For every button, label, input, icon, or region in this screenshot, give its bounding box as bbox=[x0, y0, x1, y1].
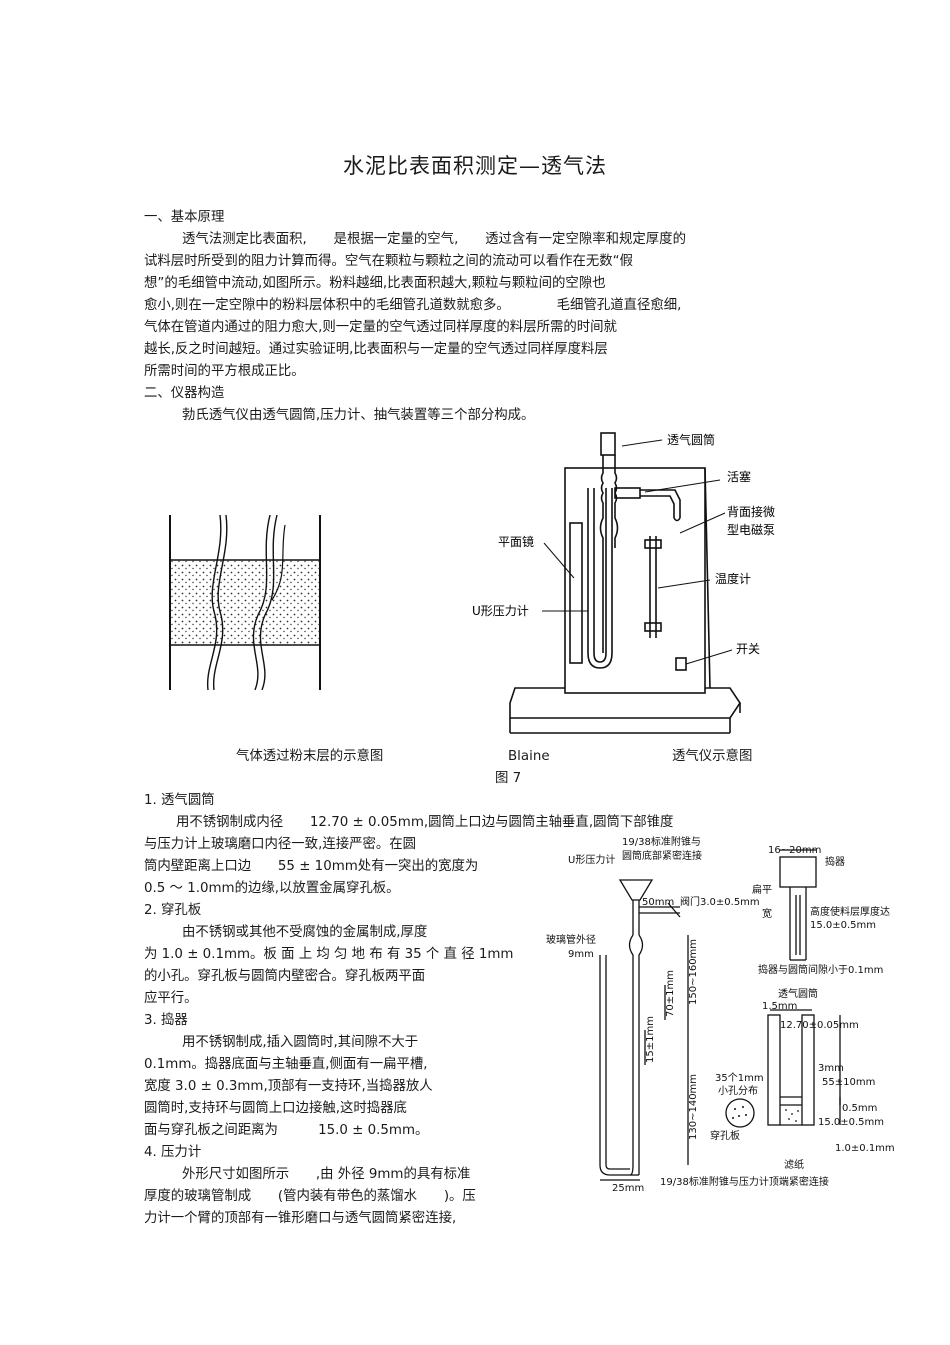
powder-layer-diagram bbox=[169, 515, 321, 690]
item-heading: 4. 压力计 bbox=[144, 1145, 202, 1160]
item-line: 为 1.0 ± 0.1mm。板 面 上 均 匀 地 布 有 35 个 直 径 1… bbox=[144, 947, 514, 962]
dim-gap: 捣器与圆筒间隙小于0.1mm bbox=[758, 963, 883, 976]
dim-9mm: 9mm bbox=[568, 949, 594, 960]
page-title: 水泥比表面积测定—透气法 bbox=[343, 154, 607, 178]
dim-70: 70±1mm bbox=[665, 970, 676, 1017]
item-line: 力计一个臂的顶部有一锥形磨口与透气圆筒紧密连接, bbox=[144, 1211, 457, 1226]
label-cylinder: 透气圆筒 bbox=[667, 432, 715, 447]
paragraph-line: 所需时间的平方根成正比。 bbox=[144, 364, 305, 379]
dim-filter-paper: 滤纸 bbox=[784, 1158, 804, 1171]
dim-1-5mm: 1.5mm bbox=[762, 1001, 797, 1012]
item-line: 应平行。 bbox=[144, 991, 198, 1006]
caption-powder: 气体透过粉末层的示意图 bbox=[236, 749, 384, 764]
dim-130-140: 130~140mm bbox=[688, 1074, 699, 1140]
caption-blaine: Blaine bbox=[508, 749, 550, 764]
dim-ground-joint: 19/38标准附锥与 bbox=[622, 835, 701, 848]
item-line: 厚度的玻璃管制成 (管内装有带色的蒸馏水 )。压 bbox=[144, 1189, 476, 1204]
label-magnet-2: 型电磁泵 bbox=[727, 522, 775, 537]
item-line: 用不锈钢制成内径 12.70 ± 0.05mm,圆筒上口边与圆筒主轴垂直,圆筒下… bbox=[176, 815, 674, 830]
dim-25mm: 25mm bbox=[612, 1183, 644, 1194]
item-line: 外形尺寸如图所示 ,由 外径 9mm的具有标准 bbox=[182, 1167, 471, 1182]
dim-height: 高度使料层厚度达 bbox=[810, 905, 890, 918]
dim-height-2: 15.0±0.5mm bbox=[810, 920, 876, 931]
item-heading: 1. 透气圆筒 bbox=[144, 793, 215, 808]
dim-ground-joint-2: 圆筒底部紧密连接 bbox=[622, 849, 702, 862]
dim-bottom-joint: 19/38标准附锥与压力计顶端紧密连接 bbox=[660, 1175, 829, 1188]
item-line: 与压力计上玻璃磨口内径一致,连接严密。在圆 bbox=[144, 837, 417, 852]
dimension-drawing: 19/38标准附锥与 圆筒底部紧密连接 U形压力计 50mm 阀门3.0±0.5… bbox=[546, 835, 895, 1194]
dim-55: 55±10mm bbox=[822, 1077, 875, 1088]
item-line: 0.5 ～ 1.0mm的边缘,以放置金属穿孔板。 bbox=[144, 881, 400, 896]
dim-cylinder: 透气圆筒 bbox=[778, 987, 818, 1000]
dim-16-20: 16~20mm bbox=[768, 845, 821, 856]
label-magnet: 背面接微 bbox=[727, 504, 775, 519]
dim-flat: 扁平 bbox=[752, 883, 772, 896]
label-stopcock: 活塞 bbox=[727, 469, 751, 484]
blaine-apparatus-diagram: 透气圆筒 活塞 背面接微 型电磁泵 平面镜 温度计 U形压力计 开关 bbox=[472, 432, 775, 734]
item-line: 由不锈钢或其他不受腐蚀的金属制成,厚度 bbox=[182, 925, 428, 940]
figure-label: 图 7 bbox=[495, 771, 522, 786]
dim-35-holes-2: 小孔分布 bbox=[718, 1085, 758, 1097]
paragraph-line: 试料层时所受到的阻力计算而得。空气在颗粒与颗粒之间的流动可以看作在无数“假 bbox=[144, 254, 633, 269]
item-line: 宽度 3.0 ± 0.3mm,顶部有一支持环,当捣器放人 bbox=[144, 1079, 433, 1094]
dim-u-manometer: U形压力计 bbox=[568, 853, 615, 866]
dim-12-70: 12.70±0.05mm bbox=[780, 1020, 859, 1031]
dim-15-0: 15.0±0.5mm bbox=[818, 1117, 884, 1128]
paragraph-line: 愈小,则在一定空隙中的粉料层体积中的毛细管孔道数就愈多。 毛细管孔道直径愈细, bbox=[144, 298, 682, 313]
dim-tamper: 捣器 bbox=[825, 855, 845, 868]
caption-apparatus: 透气仪示意图 bbox=[672, 749, 753, 764]
label-mirror: 平面镜 bbox=[498, 534, 534, 549]
label-thermometer: 温度计 bbox=[715, 571, 751, 586]
item-line: 面与穿孔板之间距离为 15.0 ± 0.5mm。 bbox=[144, 1123, 429, 1138]
dim-wide: 宽 bbox=[762, 907, 772, 920]
dim-valve: 阀门3.0±0.5mm bbox=[680, 895, 760, 908]
paragraph-line: 透气法测定比表面积, 是根据一定量的空气, 透过含有一定空隙率和规定厚度的 bbox=[182, 232, 686, 247]
item-heading: 2. 穿孔板 bbox=[144, 903, 202, 918]
dim-1-0: 1.0±0.1mm bbox=[835, 1143, 895, 1154]
paragraph-line: 勃氏透气仪由透气圆筒,压力计、抽气装置等三个部分构成。 bbox=[182, 408, 535, 423]
dim-plate: 穿孔板 bbox=[710, 1129, 740, 1142]
item-line: 用不锈钢制成,插入圆筒时,其间隙不大于 bbox=[182, 1035, 419, 1050]
paragraph-line: 气体在管道内通过的阻力愈大,则一定量的空气透过同样厚度的料层所需的时间就 bbox=[144, 320, 617, 335]
dim-150-160: 150~160mm bbox=[688, 939, 699, 1005]
dim-0-5mm: 0.5mm bbox=[842, 1103, 877, 1114]
item-line: 筒内壁距离上口边 55 ± 10mm处有一突出的宽度为 bbox=[144, 859, 479, 874]
paragraph-line: 想”的毛细管中流动,如图所示。粉料越细,比表面积越大,颗粒与颗粒间的空隙也 bbox=[144, 276, 606, 291]
paragraph-line: 越长,反之时间越短。通过实验证明,比表面积与一定量的空气透过同样厚度料层 bbox=[144, 342, 608, 357]
section-heading-apparatus: 二、仪器构造 bbox=[144, 386, 225, 401]
dim-glass-tube: 玻璃管外径 bbox=[546, 933, 596, 946]
label-switch: 开关 bbox=[736, 642, 760, 656]
item-line: 圆筒时,支持环与圆筒上口边接触,这时捣器底 bbox=[144, 1101, 407, 1116]
item-line: 的小孔。穿孔板与圆筒内壁密合。穿孔板两平面 bbox=[144, 969, 426, 984]
item-heading: 3. 捣器 bbox=[144, 1013, 188, 1028]
dim-35-holes: 35个1mm bbox=[715, 1072, 764, 1084]
label-manometer: U形压力计 bbox=[472, 604, 529, 618]
dim-3mm: 3mm bbox=[818, 1063, 844, 1074]
dim-15: 15±1mm bbox=[645, 1016, 656, 1063]
dim-50mm: 50mm bbox=[642, 897, 674, 908]
section-heading-principle: 一、基本原理 bbox=[144, 210, 225, 225]
item-line: 0.1mm。捣器底面与主轴垂直,侧面有一扁平槽, bbox=[144, 1057, 428, 1072]
